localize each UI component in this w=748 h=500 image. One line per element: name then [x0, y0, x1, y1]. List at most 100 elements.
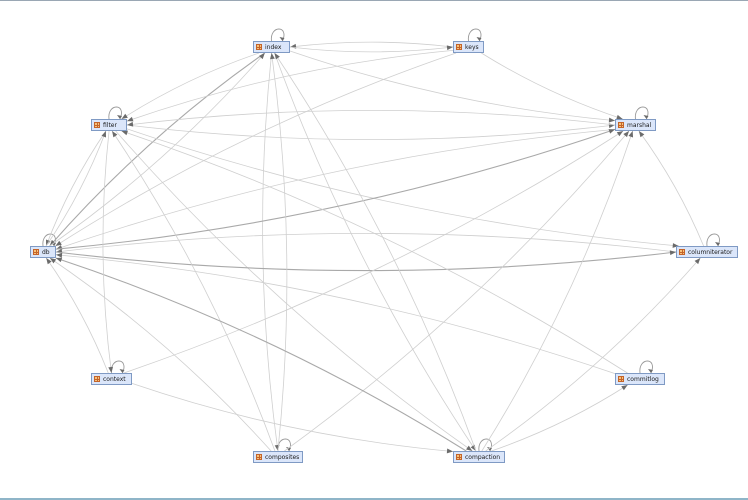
arrowhead [628, 131, 634, 138]
arrowhead [616, 114, 623, 120]
arrowhead [286, 447, 291, 451]
arrowhead [672, 243, 679, 248]
node-keys[interactable]: keys [453, 41, 484, 53]
arrowhead [648, 369, 653, 373]
package-icon [94, 122, 100, 128]
package-icon [33, 249, 39, 255]
edge-db-to-columniterator [55, 251, 677, 272]
arrowhead [623, 131, 630, 138]
arrowhead [55, 240, 62, 246]
node-columniterator[interactable]: columniterator [676, 246, 738, 258]
arrowhead [621, 385, 628, 391]
arrowhead [127, 121, 134, 127]
edge-composites-to-filter [111, 130, 276, 452]
arrowhead [279, 37, 285, 41]
package-icon [94, 376, 100, 382]
edge-composites-to-marshal [284, 130, 630, 452]
arrowhead [112, 131, 118, 138]
edge-context-to-db [45, 257, 109, 374]
arrowhead [119, 369, 125, 373]
node-marshal[interactable]: marshal [615, 119, 656, 131]
edge-compaction-to-marshal [481, 130, 634, 452]
arrowhead [715, 242, 720, 246]
arrowhead [49, 239, 56, 246]
arrowhead [446, 448, 453, 454]
node-composites[interactable]: composites [253, 451, 303, 463]
arrowhead [274, 53, 280, 60]
edge-filter-to-compaction [115, 130, 473, 452]
package-icon [618, 122, 624, 128]
package-icon [618, 376, 624, 382]
edge-keys-to-filter [126, 49, 454, 122]
node-label: columniterator [688, 248, 733, 256]
node-label: context [103, 375, 126, 383]
arrowhead [446, 45, 453, 51]
arrowhead [56, 252, 63, 258]
edge-index-to-composites [262, 52, 279, 452]
package-icon [256, 454, 262, 460]
self-loop-commitlog [639, 360, 653, 374]
edge-db-to-filter [45, 130, 107, 247]
edge-filter-to-context [102, 130, 112, 374]
edge-columniterator-to-marshal [638, 130, 704, 247]
edge-compaction-to-index [274, 52, 477, 452]
self-loop-index [271, 28, 285, 42]
self-loop-keys [468, 28, 482, 42]
arrowhead [101, 131, 107, 138]
arrowhead [608, 129, 615, 134]
node-compaction[interactable]: compaction [453, 451, 505, 463]
edge-index-to-filter [121, 52, 260, 120]
arrowhead [108, 366, 114, 373]
node-label: db [42, 248, 50, 256]
arrowhead [46, 258, 52, 265]
edge-filter-to-marshal [126, 124, 616, 141]
edge-index-to-db [49, 52, 266, 247]
self-loop-filter [108, 106, 122, 120]
node-label: compaction [465, 453, 501, 461]
arrowhead [121, 130, 128, 136]
edge-commitlog-to-db [55, 254, 616, 375]
edge-compaction-to-columniterator [485, 257, 701, 452]
node-index[interactable]: index [253, 41, 290, 53]
node-label: index [265, 43, 282, 51]
node-filter[interactable]: filter [91, 119, 127, 131]
arrowhead [643, 115, 649, 119]
edge-marshal-to-db [55, 128, 616, 250]
arrowhead [487, 447, 492, 451]
node-label: marshal [627, 121, 652, 129]
arrowhead [259, 53, 265, 60]
edge-keys-to-marshal [481, 52, 623, 120]
arrowhead [608, 117, 615, 123]
edge-context-to-marshal [123, 130, 624, 374]
edge-composites-to-index [271, 52, 288, 452]
arrowhead [55, 257, 63, 263]
node-db[interactable]: db [30, 246, 56, 258]
edge-index-to-marshal [289, 50, 616, 122]
node-context[interactable]: context [91, 373, 132, 385]
node-label: composites [265, 453, 300, 461]
node-commitlog[interactable]: commitlog [615, 373, 665, 385]
node-label: filter [103, 121, 117, 129]
self-loop-marshal [635, 106, 649, 120]
package-icon [256, 44, 262, 50]
arrowhead [476, 37, 482, 41]
edge-db-to-index [49, 52, 266, 247]
edge-columniterator-to-db [55, 233, 677, 253]
arrowhead [127, 116, 134, 122]
edge-marshal-to-filter [126, 109, 616, 126]
arrowhead [616, 131, 624, 137]
arrowhead [669, 250, 676, 256]
package-icon [679, 249, 685, 255]
node-label: keys [465, 43, 479, 51]
edge-keys-to-db [55, 52, 457, 247]
edge-compaction-to-db [55, 257, 467, 452]
edge-commitlog-to-filter [121, 130, 628, 374]
edge-db-to-marshal [55, 128, 616, 250]
arrowhead [117, 115, 122, 119]
edge-compaction-to-commitlog [491, 384, 628, 452]
package-icon [456, 44, 462, 50]
node-label: commitlog [627, 375, 659, 383]
package-icon [456, 454, 462, 460]
edge-keys-to-index [289, 41, 454, 48]
edge-context-to-compaction [131, 382, 454, 452]
